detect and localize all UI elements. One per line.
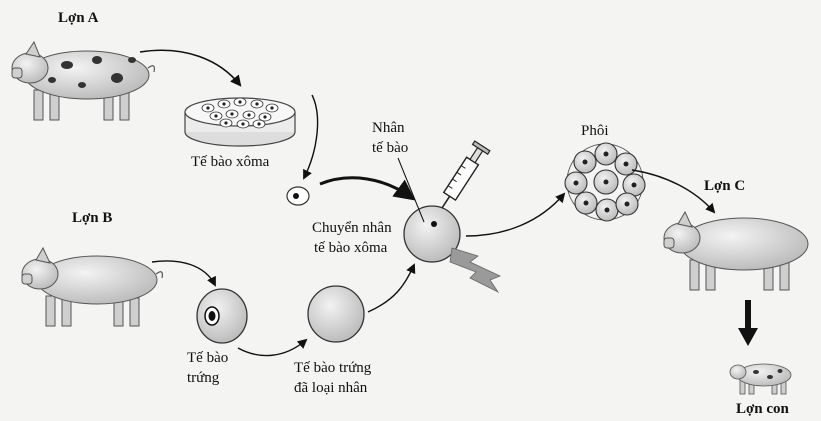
syringe-icon: [434, 141, 489, 213]
pig-a-label: Lợn A: [58, 10, 99, 26]
egg-cell-image: [197, 289, 247, 343]
culture-dish-image: [185, 98, 295, 146]
pig-b-image: [22, 248, 162, 326]
enucleated-label-line2: đã loại nhân: [294, 380, 368, 396]
arrow-cell-to-transfer: [320, 178, 412, 198]
somatic-cell-image: [287, 187, 309, 205]
arrow-pig-a-to-culture: [140, 50, 240, 85]
enucleated-egg-image: [308, 286, 364, 342]
piglet-image: [730, 364, 791, 394]
enucleated-label-line1: Tế bào trứng: [294, 360, 372, 376]
pig-b-label: Lợn B: [72, 210, 112, 226]
nucleus-label-line1: Nhân: [372, 120, 405, 136]
arrow-egg-to-enucleated: [238, 340, 306, 356]
somatic-culture-label: Tế bào xôma: [191, 154, 270, 170]
pig-c-label: Lợn C: [704, 178, 745, 194]
pig-c-image: [664, 212, 808, 290]
transfer-label-line2: tế bào xôma: [314, 240, 388, 256]
embryo-label: Phôi: [581, 123, 609, 139]
piglet-label: Lợn con: [736, 401, 790, 417]
egg-label-line1: Tế bào: [187, 350, 228, 366]
arrow-pig-b-to-egg: [152, 261, 215, 285]
egg-label-line2: trứng: [187, 370, 220, 386]
arrow-culture-to-cell: [304, 95, 318, 178]
embryo-image: [565, 143, 645, 221]
arrow-embryo-to-pig-c: [632, 170, 714, 212]
pig-a-image: [12, 42, 154, 120]
arrow-pig-c-to-piglet: [738, 300, 758, 346]
nucleus-label-line2: tế bào: [372, 140, 408, 156]
arrow-enucleated-to-fusion: [368, 265, 414, 312]
transfer-label-line1: Chuyển nhân: [312, 220, 392, 236]
electric-pulse-icon: [450, 248, 500, 292]
arrow-fusion-to-embryo: [466, 194, 564, 236]
